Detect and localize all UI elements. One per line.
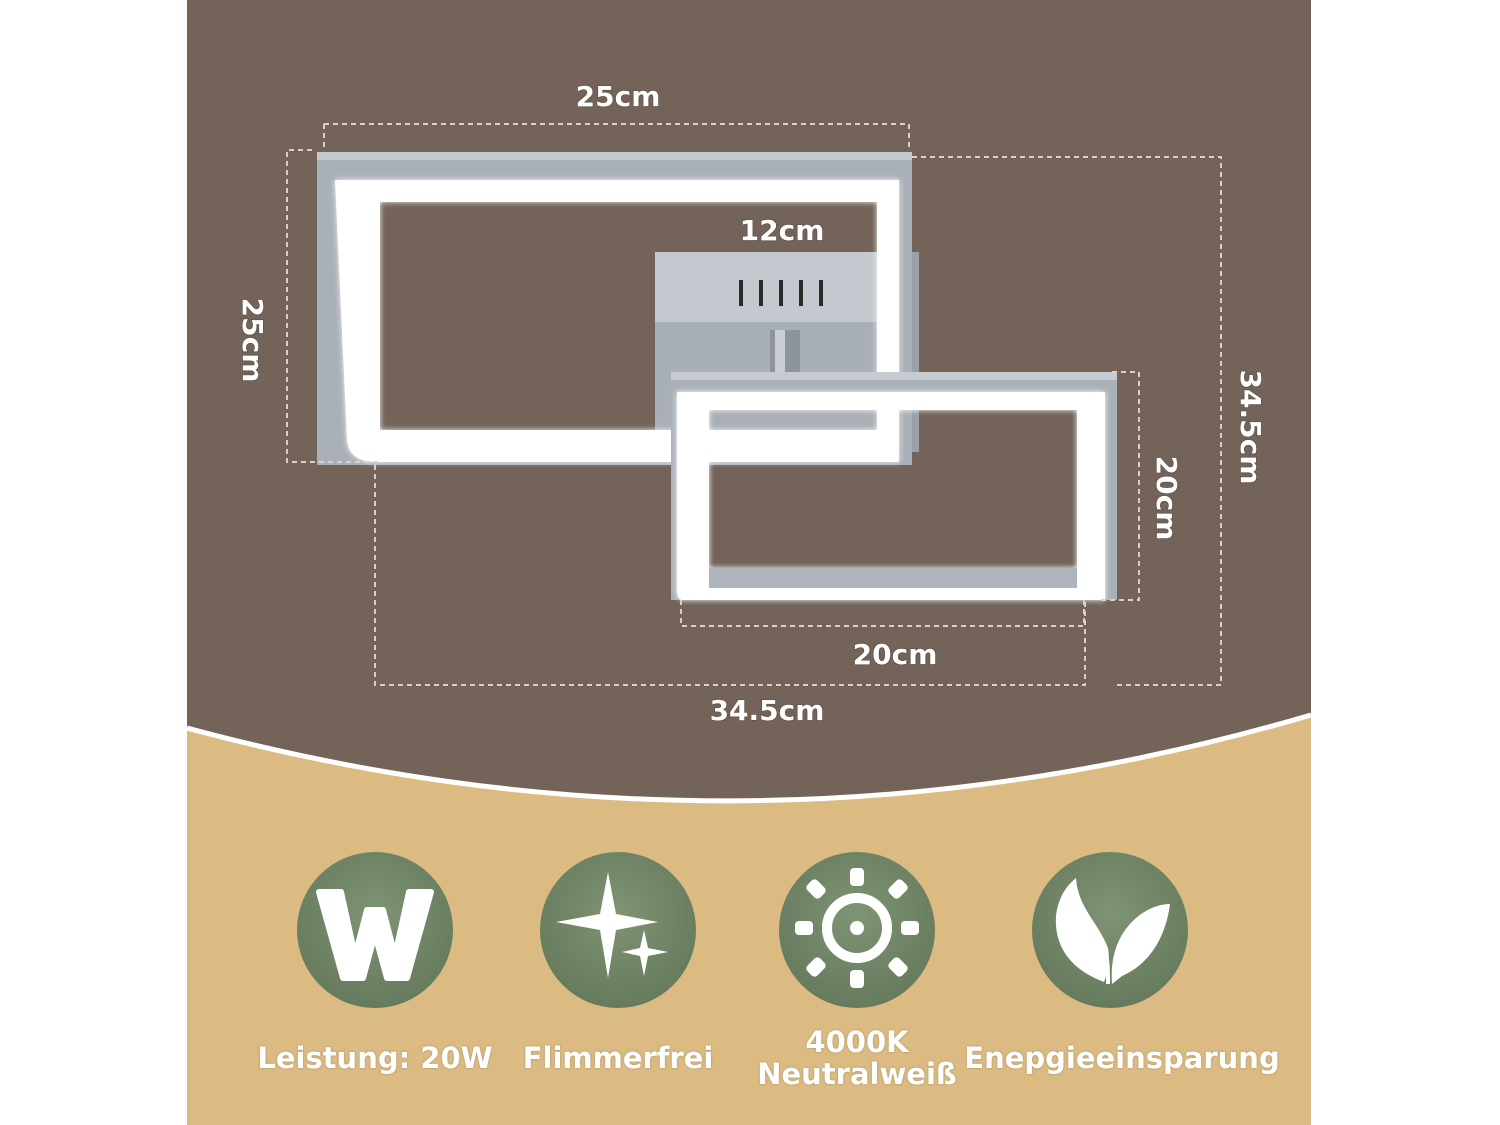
sun-icon bbox=[779, 852, 935, 1008]
feature-label-power: Leistung: 20W bbox=[257, 1041, 493, 1075]
leaf-icon bbox=[1032, 852, 1188, 1008]
product-panel: 25cm 25cm 12cm 34.5cm 20cm 20cm 34.5cm L… bbox=[187, 0, 1311, 1125]
dimension-lines bbox=[286, 123, 1222, 686]
feature-circle-energy bbox=[1032, 852, 1188, 1008]
w-letter-icon bbox=[297, 852, 453, 1008]
vent-slots bbox=[739, 280, 823, 306]
product-diagram: 25cm 25cm 12cm 34.5cm 20cm 20cm 34.5cm bbox=[187, 0, 1311, 1125]
large-frame bbox=[317, 152, 912, 465]
dim-right-total-height: 34.5cm bbox=[1234, 370, 1267, 485]
dim-left-height: 25cm bbox=[236, 298, 269, 383]
feature-label-flicker: Flimmerfrei bbox=[522, 1041, 714, 1075]
dim-top-width: 25cm bbox=[576, 80, 661, 113]
feature-label-color-temp-text: 4000K Neutralweiß bbox=[757, 1025, 957, 1091]
dim-small-width: 20cm bbox=[853, 638, 938, 671]
small-frame bbox=[671, 372, 1117, 600]
feature-circle-flicker bbox=[540, 852, 696, 1008]
dim-base-width: 12cm bbox=[740, 214, 825, 247]
sparkle-icon bbox=[540, 852, 696, 1008]
feature-label-color-temp: 4000K Neutralweiß bbox=[697, 1026, 1017, 1090]
feature-circle-power bbox=[297, 852, 453, 1008]
curve-divider bbox=[187, 712, 1311, 804]
dim-small-height: 20cm bbox=[1150, 456, 1183, 541]
feature-label-energy: Enepgieeinsparung bbox=[964, 1041, 1280, 1075]
dim-total-width: 34.5cm bbox=[710, 694, 825, 727]
feature-circle-color-temp bbox=[779, 852, 935, 1008]
